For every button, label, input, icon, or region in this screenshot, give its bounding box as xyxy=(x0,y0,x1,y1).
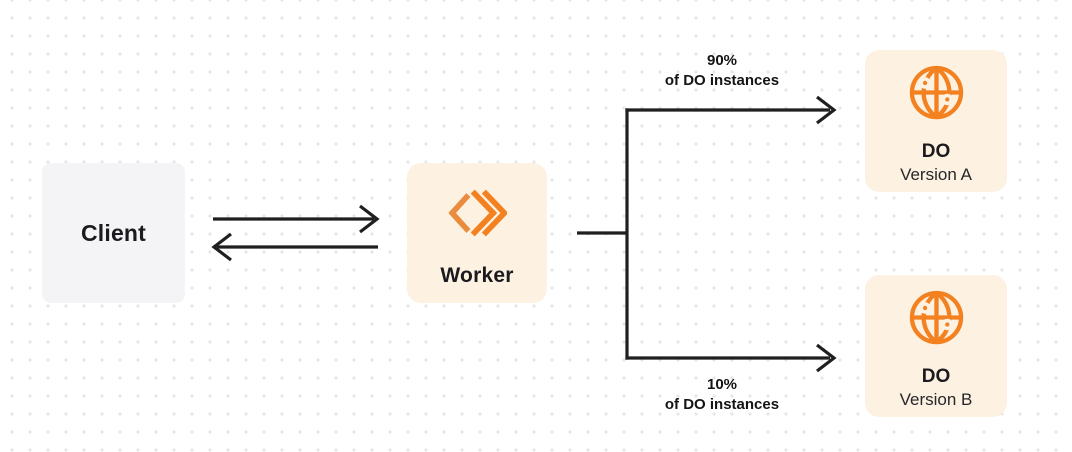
cloudflare-workers-icon xyxy=(448,189,507,237)
split-bottom-label: 10% of DO instances xyxy=(622,375,822,415)
globe-icon xyxy=(909,65,963,120)
do-version-b-node: DO Version B xyxy=(865,275,1007,417)
client-to-worker-arrow xyxy=(213,204,380,234)
worker-label: Worker xyxy=(440,264,514,287)
client-node: Client xyxy=(42,163,185,303)
split-top-label: 90% of DO instances xyxy=(622,51,822,91)
do-a-subtitle: Version A xyxy=(900,165,972,184)
split-top-percent: 90% xyxy=(706,52,738,69)
split-to-do-a-arrow xyxy=(625,95,837,125)
split-bottom-percent: 10% xyxy=(706,376,738,393)
do-b-subtitle: Version B xyxy=(899,390,973,409)
split-bottom-caption: of DO instances xyxy=(664,396,780,413)
split-to-do-b-arrow xyxy=(625,343,837,373)
do-b-title: DO xyxy=(921,366,951,387)
do-a-title: DO xyxy=(921,141,951,162)
do-version-a-node: DO Version A xyxy=(865,50,1007,192)
worker-node: Worker xyxy=(407,163,547,303)
split-top-caption: of DO instances xyxy=(664,72,780,89)
globe-icon xyxy=(909,290,963,345)
worker-split-connector xyxy=(577,108,629,360)
worker-to-client-arrow xyxy=(211,232,378,262)
client-label: Client xyxy=(80,219,147,246)
